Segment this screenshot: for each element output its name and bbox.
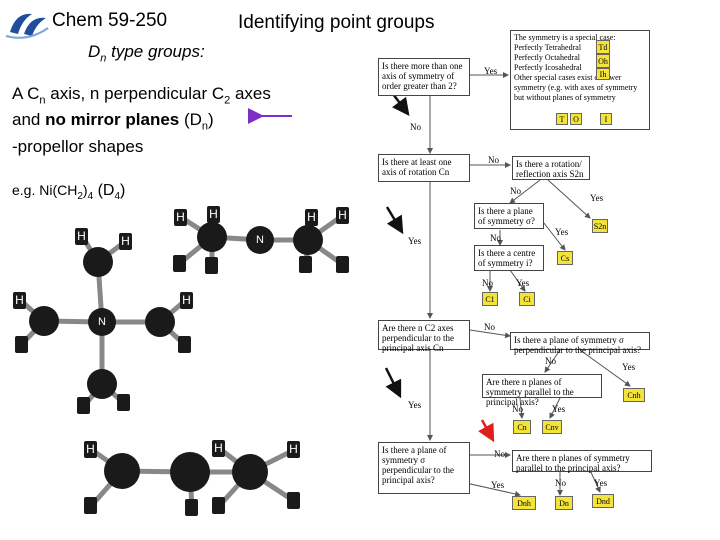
result-dn: Dn: [555, 496, 573, 510]
result-o: O: [570, 113, 582, 125]
result-dnh: Dnh: [512, 496, 536, 510]
result-td: Td: [596, 40, 610, 54]
result-cnh: Cnh: [623, 388, 645, 402]
result-cs: Cs: [557, 251, 573, 265]
question-parallel: Are there n planes of symmetry parallel …: [512, 450, 652, 473]
result-t: T: [556, 113, 568, 125]
no-label: No: [494, 449, 505, 459]
result-ci: Ci: [519, 292, 535, 306]
no-label: No: [484, 322, 495, 332]
no-label: No: [555, 478, 566, 488]
subtitle: Dn type groups:: [88, 42, 205, 65]
atom-label: H: [214, 441, 223, 455]
question-plane: Is there a plane of symmetry σ?: [474, 203, 544, 229]
question-axis: Is there at least one axis of rotation C…: [378, 154, 470, 182]
result-c1: C1: [482, 292, 498, 306]
yes-label: Yes: [491, 480, 505, 490]
atom-label: H: [338, 208, 347, 222]
result-oh: Oh: [596, 54, 610, 68]
question-sigma: Is there a plane of symmetry σ perpendic…: [378, 442, 470, 494]
yes-label: Yes: [594, 478, 608, 488]
result-dnd: Dnd: [592, 494, 614, 508]
yes-label: Yes: [408, 236, 422, 246]
no-label: No: [410, 122, 421, 132]
atom-label: H: [289, 442, 298, 456]
result-cn: Cn: [513, 420, 531, 434]
atom-label: H: [15, 293, 24, 307]
atom-label: H: [121, 234, 130, 248]
nitrogen-label: N: [98, 316, 106, 328]
description: A Cn axis, n perpendicular C2 axes and n…: [12, 84, 271, 156]
no-label: No: [545, 356, 556, 366]
no-label: No: [510, 186, 521, 196]
yes-label: Yes: [590, 193, 604, 203]
question-perp-c2: Are there n C2 axes perpendicular to the…: [378, 320, 470, 353]
atom-label: H: [209, 207, 218, 221]
no-label: No: [482, 278, 493, 288]
no-label: No: [512, 404, 523, 414]
question-perp-plane: Is there a plane of symmetry σ perpendic…: [510, 332, 650, 355]
atom-label: H: [307, 210, 316, 224]
question-n-planes: Are there n planes of symmetry parallel …: [482, 374, 602, 407]
page-title: Identifying point groups: [238, 12, 435, 33]
yes-label: Yes: [484, 66, 498, 76]
yes-label: Yes: [516, 278, 530, 288]
result-ih: Ih: [596, 68, 610, 80]
question-centre: Is there a centre of symmetry i?: [474, 245, 544, 271]
atom-label: H: [77, 229, 86, 243]
example-text: e.g. Ni(CH2)4 (D4): [12, 182, 126, 202]
no-label: No: [490, 233, 501, 243]
result-i: I: [600, 113, 612, 125]
question-rotation-reflection: Is there a rotation/ reflection axis S2n: [512, 156, 590, 180]
yes-label: Yes: [622, 362, 636, 372]
yes-label: Yes: [552, 404, 566, 414]
atom-label: H: [182, 293, 191, 307]
yes-label: Yes: [408, 400, 422, 410]
course-code: Chem 59-250: [52, 10, 168, 31]
atom-label: H: [86, 442, 95, 456]
result-s2n: S2n: [592, 219, 608, 233]
yes-label: Yes: [555, 227, 569, 237]
university-logo: [5, 13, 49, 39]
result-cnv: Cnv: [542, 420, 562, 434]
no-label: No: [488, 155, 499, 165]
question-high-order: Is there more than one axis of symmetry …: [378, 58, 470, 96]
nitrogen-label: N: [256, 234, 264, 246]
atom-label: H: [176, 210, 185, 224]
